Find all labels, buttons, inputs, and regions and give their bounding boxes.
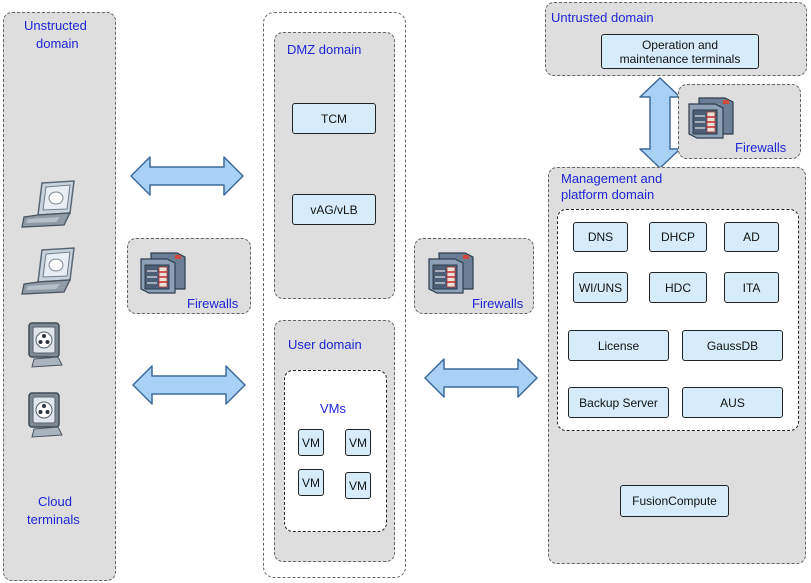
tcm-box: TCM — [292, 103, 376, 134]
management-title-line2: platform domain — [561, 187, 655, 202]
cloud-terminals-line2: terminals — [27, 512, 80, 527]
gaussdb-box: GaussDB — [682, 330, 783, 361]
ad-box: AD — [724, 222, 779, 252]
unstructed-domain-title-line1: Unstructed — [24, 18, 87, 33]
bidirectional-arrow-middle — [424, 358, 538, 398]
vm-box: VM — [298, 469, 324, 496]
firewalls-box-right: Firewalls — [678, 84, 801, 159]
firewall-icon — [428, 252, 474, 294]
management-platform-zone: Management and platform domain DNS DHCP … — [548, 167, 806, 564]
dmz-domain-title: DMZ domain — [287, 42, 362, 57]
thin-client-monitor-icon — [28, 322, 63, 368]
dmz-domain-zone: DMZ domain TCM vAG/vLB — [274, 32, 395, 299]
cloud-terminals-line1: Cloud — [38, 494, 72, 509]
firewall-icon — [140, 252, 186, 294]
vms-title: VMs — [320, 401, 346, 416]
aus-box: AUS — [682, 387, 783, 418]
firewalls-label-left: Firewalls — [187, 296, 239, 311]
unstructed-domain-title-line2: domain — [36, 36, 79, 51]
operation-terminals-line1: Operation and — [641, 37, 719, 52]
bidirectional-arrow-bottom-left — [132, 365, 246, 405]
backup-server-box: Backup Server — [568, 387, 669, 418]
fusioncompute-box: FusionCompute — [620, 485, 729, 517]
ita-box: ITA — [724, 272, 779, 303]
license-box: License — [568, 330, 669, 361]
management-title-line1: Management and — [561, 171, 663, 186]
firewalls-box-middle: Firewalls — [414, 238, 534, 314]
vm-box: VM — [298, 429, 324, 456]
bidirectional-arrow-top-left — [130, 156, 244, 196]
management-services-container: DNS DHCP AD WI/UNS HDC ITA License Gauss… — [557, 209, 799, 431]
untrusted-domain-title: Untrusted domain — [551, 10, 654, 25]
dhcp-box: DHCP — [649, 222, 707, 252]
firewalls-label-middle: Firewalls — [472, 296, 524, 311]
user-domain-title: User domain — [288, 337, 362, 352]
vm-box: VM — [345, 429, 371, 456]
vm-box: VM — [345, 472, 371, 499]
firewalls-label-right: Firewalls — [735, 140, 787, 155]
user-domain-zone: User domain VMs VM VM VM VM — [274, 320, 395, 562]
unstructed-domain-zone: Unstructed domain Cloud terminals — [3, 12, 116, 581]
operation-terminals-line2: maintenance terminals — [619, 51, 741, 66]
thin-client-monitor-icon — [28, 392, 63, 438]
untrusted-domain-zone: Untrusted domain Operation and maintenan… — [545, 2, 807, 76]
hdc-box: HDC — [649, 272, 707, 303]
operation-terminals-box: Operation and maintenance terminals — [601, 34, 759, 69]
vag-vlb-box: vAG/vLB — [292, 194, 376, 225]
laptop-icon — [21, 247, 75, 295]
dns-box: DNS — [573, 222, 628, 252]
bidirectional-arrow-vertical — [639, 77, 681, 169]
firewall-icon — [688, 97, 734, 139]
vms-container: VMs VM VM VM VM — [284, 370, 387, 532]
laptop-icon — [21, 180, 75, 228]
firewalls-box-left: Firewalls — [127, 238, 251, 314]
wi-uns-box: WI/UNS — [573, 272, 628, 303]
